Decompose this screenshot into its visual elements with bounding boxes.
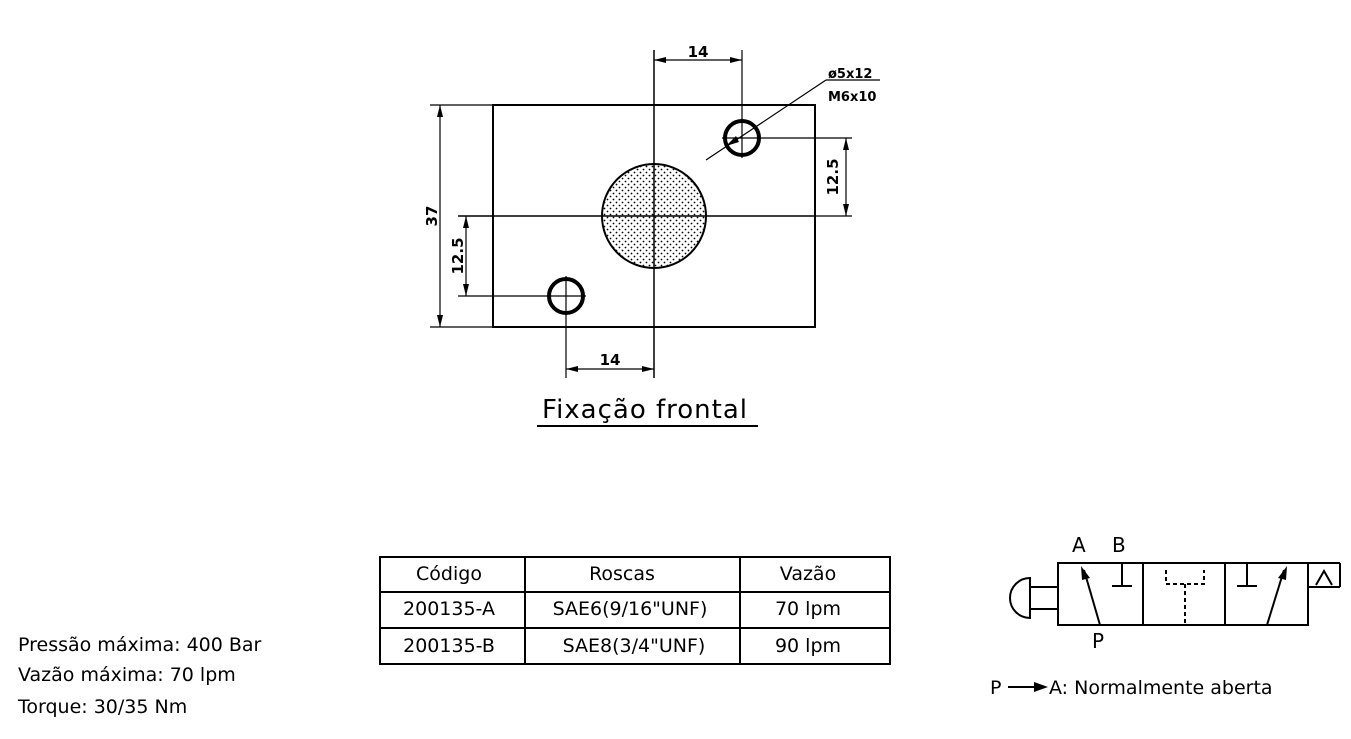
table-cell: 90 lpm [775, 635, 841, 657]
table-cell: 70 lpm [775, 598, 841, 620]
dim-bottom-horizontal: 14 [600, 351, 621, 369]
port-p-label: P [1092, 629, 1104, 653]
valve-symbol: A B P P A: Normalmente aberta [990, 533, 1341, 699]
front-view: 14 14 37 12.5 12.5 ø5x12 M6x10 Fixação f… [423, 43, 880, 427]
hole-callout-leader [705, 79, 827, 161]
product-table: Código Roscas Vazão 200135-A SAE6(9/16"U… [379, 556, 891, 665]
valve-caption-prefix: P [990, 677, 1001, 699]
spec-torque: Torque: 30/35 Nm [17, 696, 187, 718]
dim-top-horizontal: 14 [688, 43, 709, 61]
spec-flow: Vazão máxima: 70 lpm [18, 664, 236, 686]
table-header-roscas: Roscas [589, 563, 655, 585]
valve-caption-text: A: Normalmente aberta [1049, 677, 1273, 699]
table-cell: SAE8(3/4"UNF) [563, 635, 706, 657]
view-title: Fixação frontal [542, 395, 748, 425]
table-header-vazao: Vazão [780, 563, 836, 585]
table-cell: 200135-B [403, 635, 495, 657]
arrow-right-icon [1034, 682, 1048, 692]
table-cell: SAE6(9/16"UNF) [553, 598, 708, 620]
dim-overall-height: 37 [423, 206, 441, 227]
table-header-codigo: Código [416, 563, 482, 585]
spring-icon [1315, 568, 1333, 586]
port-a-label: A [1072, 533, 1086, 557]
dim-left-vertical: 12.5 [449, 237, 467, 274]
dim-right-vertical: 12.5 [824, 158, 842, 195]
hole-callout-line1: ø5x12 [828, 67, 872, 82]
spec-pressure: Pressão máxima: 400 Bar [18, 634, 262, 656]
port-b-label: B [1112, 533, 1126, 557]
table-cell: 200135-A [403, 598, 495, 620]
hole-callout-line2: M6x10 [828, 90, 876, 105]
push-button-icon [1009, 576, 1031, 620]
specifications: Pressão máxima: 400 Bar Vazão máxima: 70… [17, 634, 262, 718]
